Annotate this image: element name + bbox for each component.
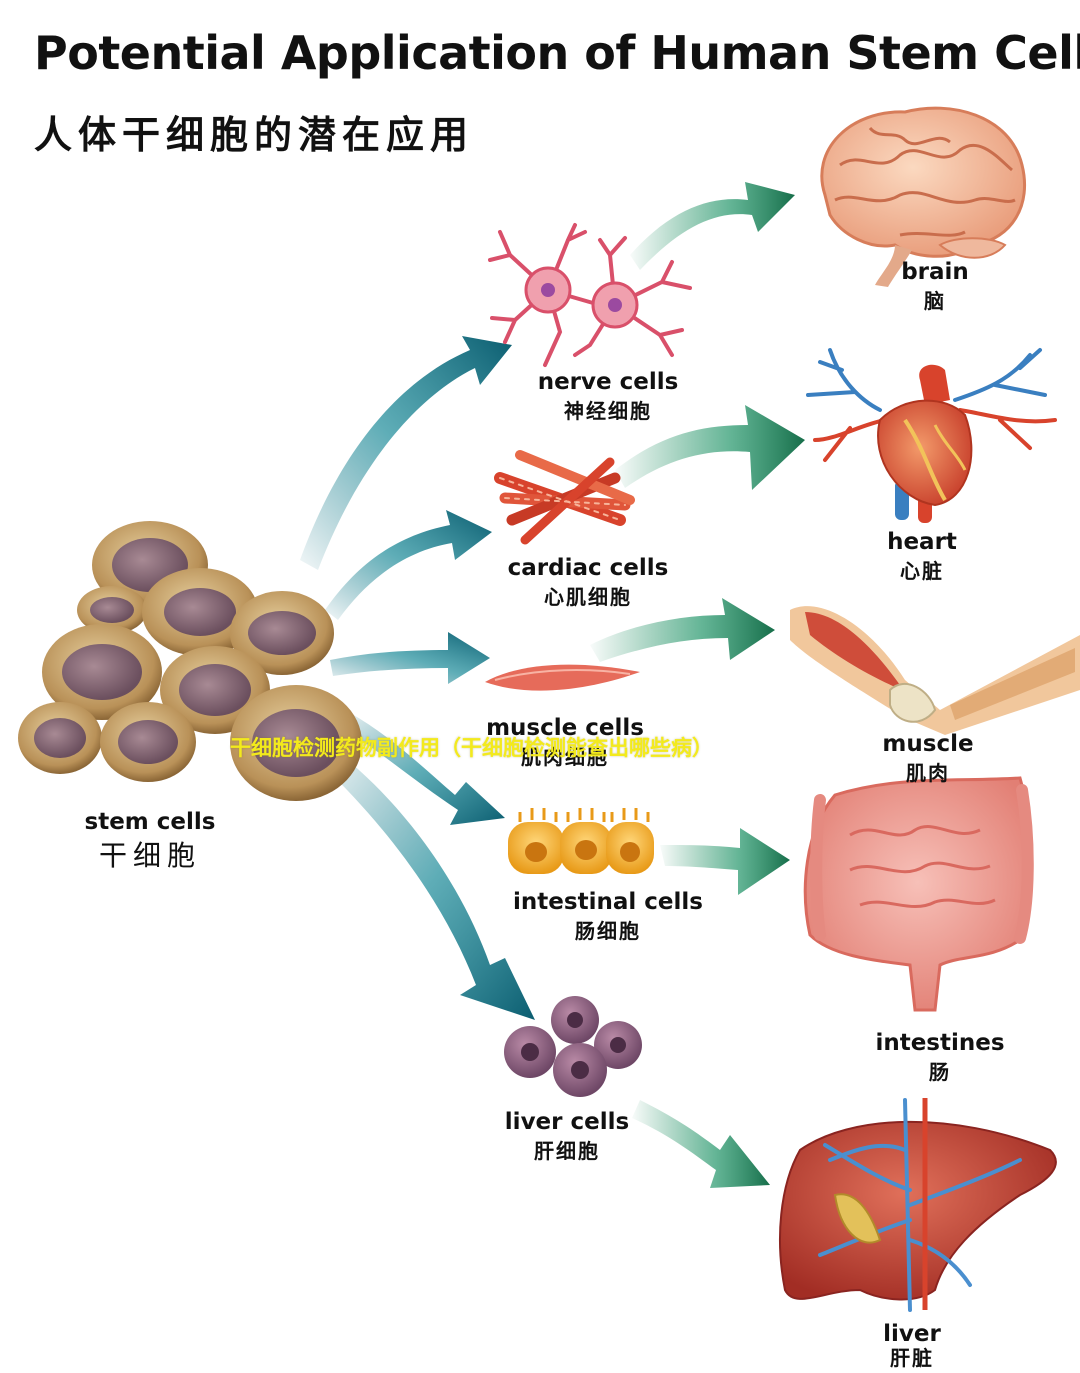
liver-illustration xyxy=(779,1098,1057,1312)
label-heart-zh: 心脏 xyxy=(900,559,944,583)
label-stem-cells: stem cells 干细胞 xyxy=(85,808,216,876)
label-muscle-en: muscle xyxy=(882,731,974,757)
label-liver-cells-zh: 肝细胞 xyxy=(534,1139,600,1163)
arrow-to-intestinal-cells xyxy=(340,710,505,825)
label-brain-en: brain xyxy=(901,259,969,285)
muscle-cell-illustration xyxy=(485,664,640,691)
label-stem-cells-en: stem cells xyxy=(84,809,216,835)
label-liver-zh: 肝脏 xyxy=(889,1346,934,1370)
arrow-to-intestines xyxy=(660,828,790,895)
label-heart: heart 心脏 xyxy=(887,528,957,586)
intestinal-cells-illustration xyxy=(508,808,654,874)
label-intestinal-cells: intestinal cells 肠细胞 xyxy=(513,888,703,946)
stem-cells-illustration xyxy=(18,521,362,801)
intestines-illustration xyxy=(803,776,1034,1012)
cardiac-cells-illustration xyxy=(494,450,635,545)
label-nerve-cells-en: nerve cells xyxy=(537,369,679,395)
page-title: Potential Application of Human Stem Cell… xyxy=(34,26,1080,80)
label-liver: liver 肝脏 xyxy=(883,1322,941,1370)
arrow-to-liver xyxy=(632,1100,770,1188)
label-muscle-cells-en: muscle cells xyxy=(486,715,644,741)
watermark-caption: 干细胞检测药物副作用（干细胞检测能查出哪些病） xyxy=(230,736,713,760)
label-muscle-zh: 肌肉 xyxy=(906,761,950,785)
label-intestines-en: intestines xyxy=(875,1030,1005,1056)
muscle-illustration xyxy=(790,606,1080,735)
heart-illustration xyxy=(806,348,1057,523)
label-heart-en: heart xyxy=(887,529,957,555)
brain-illustration xyxy=(820,106,1027,287)
page-subtitle: 人体干细胞的潜在应用 xyxy=(34,113,475,157)
arrow-to-cardiac-cells xyxy=(325,510,492,620)
label-brain: brain 脑 xyxy=(901,258,969,316)
arrow-to-nerve-cells xyxy=(300,336,512,570)
label-liver-cells-en: liver cells xyxy=(504,1109,630,1135)
label-nerve-cells-zh: 神经细胞 xyxy=(563,399,652,423)
label-cardiac-cells-zh: 心肌细胞 xyxy=(543,585,632,609)
label-muscle: muscle 肌肉 xyxy=(882,730,973,788)
label-muscle-cells-zh: 肌肉细胞 xyxy=(520,745,609,769)
label-intestinal-cells-zh: 肠细胞 xyxy=(575,919,641,943)
label-brain-zh: 脑 xyxy=(924,289,946,313)
label-stem-cells-zh: 干细胞 xyxy=(98,839,202,872)
label-cardiac-cells: cardiac cells 心肌细胞 xyxy=(508,554,669,612)
label-nerve-cells: nerve cells 神经细胞 xyxy=(538,368,679,426)
label-intestines-zh: 肠 xyxy=(929,1060,951,1084)
label-liver-en: liver xyxy=(883,1321,941,1347)
label-muscle-cells: muscle cells 肌肉细胞 xyxy=(486,714,644,772)
label-cardiac-cells-en: cardiac cells xyxy=(507,555,669,581)
arrow-to-brain xyxy=(630,182,795,270)
arrow-to-muscle xyxy=(590,598,775,662)
label-intestines: intestines 肠 xyxy=(875,1029,1004,1087)
arrow-to-heart xyxy=(615,405,805,490)
liver-cells-illustration xyxy=(504,996,642,1097)
nerve-cells-illustration xyxy=(488,223,692,367)
label-intestinal-cells-en: intestinal cells xyxy=(513,889,703,915)
label-liver-cells: liver cells 肝细胞 xyxy=(505,1108,629,1166)
arrow-to-muscle-cells xyxy=(330,632,490,684)
arrow-to-liver-cells xyxy=(322,750,535,1020)
